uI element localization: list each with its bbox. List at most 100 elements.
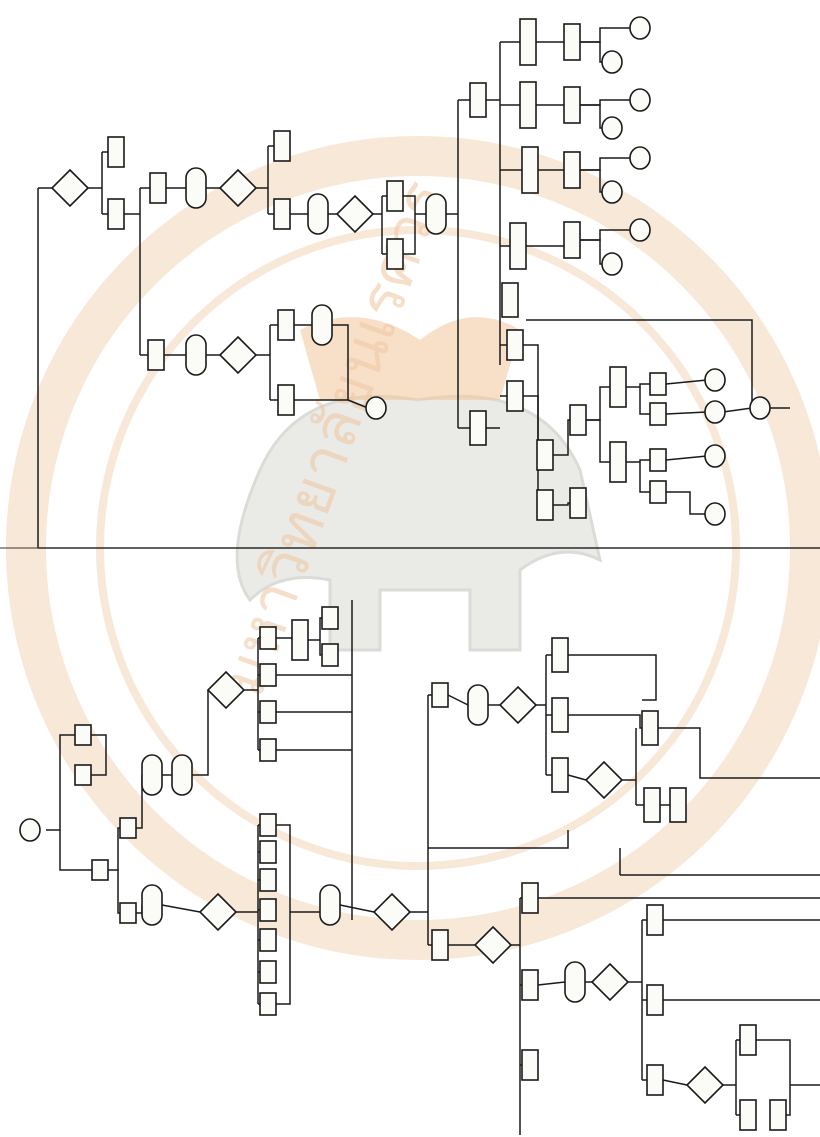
connector-line: [580, 42, 604, 62]
connector-line: [580, 28, 632, 42]
process-box: [522, 147, 538, 193]
process-box: [510, 223, 526, 269]
connector-line: [526, 320, 752, 408]
process-box: [387, 239, 403, 269]
connector-circle: [750, 397, 770, 419]
connector-line: [192, 690, 208, 775]
process-box: [564, 24, 580, 60]
connector-line: [276, 825, 290, 1004]
connector-line: [666, 380, 707, 384]
connector-line: [448, 695, 468, 705]
connector-line: [308, 618, 322, 640]
process-box: [670, 788, 686, 822]
process-box: [260, 701, 276, 723]
connector-line: [580, 170, 604, 192]
process-box: [120, 903, 136, 923]
process-box: [642, 711, 658, 745]
process-box: [650, 481, 666, 503]
process-box: [522, 883, 538, 913]
decision-diamond: [475, 927, 511, 963]
decision-diamond: [337, 196, 373, 232]
connector-line: [663, 1080, 687, 1085]
connector-line: [640, 387, 650, 414]
connector-line: [403, 196, 415, 254]
connector-line: [586, 420, 610, 462]
process-box: [552, 638, 568, 672]
connector-line: [276, 638, 292, 640]
connector-circle: [630, 147, 650, 169]
decision-diamond: [52, 170, 88, 206]
process-box: [552, 698, 568, 732]
process-box: [260, 869, 276, 891]
process-box: [260, 899, 276, 921]
process-box: [120, 818, 136, 838]
connector-line: [340, 905, 374, 912]
process-box: [75, 765, 91, 785]
connector-line: [348, 400, 368, 408]
connector-circle: [20, 819, 40, 841]
connector-line: [568, 775, 586, 780]
decision-diamond: [592, 964, 628, 1000]
process-box: [537, 490, 553, 520]
process-box: [610, 367, 626, 407]
process-box: [650, 403, 666, 425]
connector-line: [586, 387, 610, 420]
process-box: [260, 814, 276, 836]
process-box: [650, 449, 666, 471]
terminal-pill: [426, 194, 446, 234]
process-box: [274, 199, 290, 229]
connector-circle: [705, 401, 725, 423]
terminal-pill: [320, 885, 340, 925]
decision-diamond: [586, 762, 622, 798]
process-box: [740, 1025, 756, 1055]
process-box: [108, 137, 124, 167]
process-box: [260, 993, 276, 1015]
connector-line: [60, 830, 92, 870]
terminal-pill: [142, 755, 162, 795]
connector-line: [580, 158, 632, 170]
connector-line: [136, 905, 142, 913]
connector-circle: [630, 17, 650, 39]
connector-circle: [602, 253, 622, 275]
connector-circle: [705, 369, 725, 391]
connector-line: [523, 396, 538, 505]
process-box: [507, 381, 523, 411]
process-box: [260, 929, 276, 951]
connector-line: [568, 715, 642, 728]
process-box: [740, 1100, 756, 1130]
connector-circle: [630, 219, 650, 241]
connector-circle: [602, 181, 622, 203]
connector-circle: [705, 503, 725, 525]
process-box: [537, 440, 553, 470]
process-box: [322, 644, 338, 666]
process-box: [470, 411, 486, 445]
process-box: [278, 385, 294, 415]
process-box: [432, 683, 448, 707]
connector-line: [723, 408, 752, 412]
process-box: [522, 970, 538, 1000]
connector-line: [626, 384, 650, 387]
connector-line: [626, 460, 650, 462]
connector-line: [553, 420, 570, 455]
connector-circle: [602, 51, 622, 73]
process-box: [260, 961, 276, 983]
connector-line: [108, 828, 120, 870]
connector-line: [640, 462, 650, 492]
process-box: [502, 283, 518, 317]
connector-line: [136, 775, 142, 828]
process-box: [610, 442, 626, 482]
process-box: [322, 607, 338, 629]
process-box: [278, 310, 294, 340]
process-box: [148, 340, 164, 370]
decision-diamond: [220, 170, 256, 206]
process-box: [260, 664, 276, 686]
terminal-pill: [186, 168, 206, 208]
connector-line: [666, 492, 707, 514]
process-box: [470, 83, 486, 117]
process-box: [644, 788, 660, 822]
process-box: [260, 841, 276, 863]
terminal-pill: [186, 335, 206, 375]
terminal-pill: [312, 305, 332, 345]
process-box: [432, 930, 448, 960]
